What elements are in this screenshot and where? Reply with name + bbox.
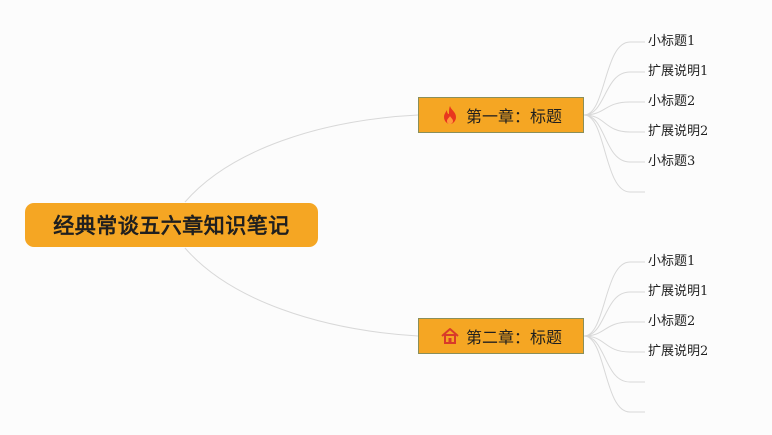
chapter-node-1[interactable]: 第一章：标题 xyxy=(418,97,584,133)
root-node-label: 经典常谈五六章知识笔记 xyxy=(53,214,290,238)
fire-icon xyxy=(440,105,460,125)
leaf-topic[interactable]: 扩展说明1 xyxy=(648,284,709,299)
leaf-connector xyxy=(583,114,645,133)
chapter-node-2[interactable]: 第二章：标题 xyxy=(418,318,584,354)
leaf-topic[interactable]: 扩展说明2 xyxy=(648,124,709,139)
leaf-connector xyxy=(583,335,645,353)
chapter-node-label: 第二章：标题 xyxy=(465,328,562,347)
leaf-topic[interactable]: 小标题2 xyxy=(648,314,696,329)
leaf-connector xyxy=(583,335,645,413)
leaf-connector xyxy=(583,335,645,383)
chapter-node-label: 第一章：标题 xyxy=(465,107,562,126)
leaf-connector xyxy=(583,101,645,116)
leaf-topic[interactable]: 小标题3 xyxy=(648,154,696,169)
root-node[interactable]: 经典常谈五六章知识笔记 xyxy=(25,203,318,247)
leaf-topic[interactable]: 小标题1 xyxy=(648,254,696,269)
leaf-connector xyxy=(583,261,645,337)
leaf-topic[interactable]: 扩展说明2 xyxy=(648,344,709,359)
leaf-connector xyxy=(583,114,645,193)
connector-root-chapter-2 xyxy=(184,247,419,337)
leaf-connectors-chapter-1 xyxy=(583,41,645,193)
leaf-connector xyxy=(583,71,645,116)
leaf-topic[interactable]: 扩展说明1 xyxy=(648,64,709,79)
leaf-connector xyxy=(583,41,645,116)
leaf-connector xyxy=(583,321,645,337)
leaf-connectors-chapter-2 xyxy=(583,261,645,413)
home-icon xyxy=(440,326,460,346)
leaf-topic[interactable]: 小标题1 xyxy=(648,34,696,49)
connector-root-chapter-1 xyxy=(184,114,419,203)
leaf-connector xyxy=(583,114,645,163)
leaf-topic[interactable]: 小标题2 xyxy=(648,94,696,109)
leaf-connector xyxy=(583,291,645,337)
